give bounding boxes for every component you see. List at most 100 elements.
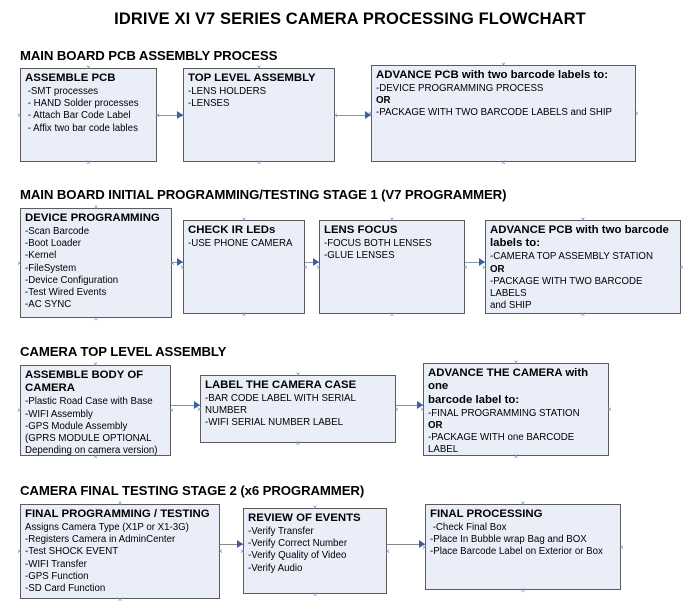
connection-point-handle-bottom[interactable] — [256, 159, 263, 166]
connection-point-handle-right[interactable] — [678, 264, 685, 271]
connection-point-handle-top[interactable] — [513, 359, 520, 366]
connection-point-handle-right[interactable] — [618, 544, 625, 551]
process-box-line: OR — [376, 95, 391, 107]
connection-point-handle-right[interactable] — [154, 112, 161, 119]
process-box-line: -WIFI Transfer — [25, 558, 87, 570]
connection-point-handle-right[interactable] — [393, 406, 400, 413]
connection-point-handle-left[interactable] — [481, 264, 488, 271]
process-box-title: FINAL PROGRAMMING / TESTING — [25, 508, 210, 520]
process-box-title: LABEL THE CAMERA CASE — [205, 379, 357, 391]
connection-point-handle-right[interactable] — [332, 112, 339, 119]
process-box-line: -WIFI Assembly — [25, 408, 93, 420]
process-box-lines: -USE PHONE CAMERA — [188, 238, 301, 250]
connection-point-handle-left[interactable] — [419, 406, 426, 413]
connection-point-handle-top[interactable] — [93, 204, 100, 211]
connection-point-handle-top[interactable] — [520, 500, 527, 507]
process-box-line: and SHIP — [490, 300, 532, 312]
connection-point-handle-bottom[interactable] — [389, 311, 396, 318]
connection-point-handle-top[interactable] — [256, 64, 263, 71]
section-header-main-board-pcb-assembly-process: MAIN BOARD PCB ASSEMBLY PROCESS — [20, 48, 278, 63]
process-box-check-ir-leds[interactable]: CHECK IR LEDs -USE PHONE CAMERA — [183, 220, 305, 314]
connector-arrow-conn-1-2[interactable] — [335, 111, 371, 120]
process-box-assemble-body-of-camera[interactable]: ASSEMBLE BODY OF CAMERA-Plastic Road Cas… — [20, 365, 171, 456]
process-box-top-level-assembly[interactable]: TOP LEVEL ASSEMBLY-LENS HOLDERS-LENSES — [183, 68, 335, 162]
process-box-assemble-pcb[interactable]: ASSEMBLE PCB -SMT processes - HAND Solde… — [20, 68, 157, 162]
connection-point-handle-left[interactable] — [16, 548, 23, 555]
connection-point-handle-top[interactable] — [92, 361, 99, 368]
process-box-line: -SD Card Function — [25, 582, 106, 594]
process-box-line: -Place In Bubble wrap Bag and BOX — [430, 534, 587, 546]
connection-point-handle-top[interactable] — [117, 500, 124, 507]
process-box-line: -Test Wired Events — [25, 286, 107, 298]
process-box-advance-pcb-two-barcode-labels[interactable]: ADVANCE PCB with two barcode labels to: -… — [371, 65, 636, 162]
connection-point-handle-right[interactable] — [168, 407, 175, 414]
process-box-title: ADVANCE PCB with two barcode labels to: — [376, 69, 609, 81]
process-box-line: -Verify Transfer — [248, 525, 314, 537]
connection-point-handle-top[interactable] — [389, 216, 396, 223]
process-box-final-processing[interactable]: FINAL PROCESSING -Check Final Box-Place … — [425, 504, 621, 590]
connection-point-handle-right[interactable] — [462, 264, 469, 271]
connection-point-handle-left[interactable] — [16, 407, 23, 414]
connection-point-handle-left[interactable] — [179, 112, 186, 119]
connection-point-handle-left[interactable] — [239, 548, 246, 555]
process-box-label-the-camera-case[interactable]: LABEL THE CAMERA CASE -BAR CODE LABEL WIT… — [200, 375, 396, 443]
process-box-device-programming[interactable]: DEVICE PROGRAMMING-Scan Barcode-Boot Loa… — [20, 208, 172, 318]
process-box-title: ASSEMBLE BODY OF CAMERA — [25, 369, 144, 395]
connection-point-handle-top[interactable] — [241, 216, 248, 223]
process-box-review-of-events[interactable]: REVIEW OF EVENTS-Verify Transfer-Verify … — [243, 508, 387, 594]
section-header-camera-top-level-assembly: CAMERA TOP LEVEL ASSEMBLY — [20, 344, 227, 359]
process-box-line: -Scan Barcode — [25, 225, 90, 237]
connection-point-handle-top[interactable] — [580, 216, 587, 223]
process-box-lens-focus[interactable]: LENS FOCUS-FOCUS BOTH LENSES-GLUE LENSES — [319, 220, 465, 314]
connection-point-handle-bottom[interactable] — [500, 159, 507, 166]
connection-point-handle-bottom[interactable] — [312, 591, 319, 598]
connection-point-handle-bottom[interactable] — [241, 311, 248, 318]
connection-point-handle-bottom[interactable] — [295, 440, 302, 447]
connection-point-handle-bottom[interactable] — [513, 453, 520, 460]
connection-point-handle-right[interactable] — [384, 548, 391, 555]
connection-point-handle-bottom[interactable] — [92, 453, 99, 460]
process-box-line: -FINAL PROGRAMMING STATION — [428, 407, 580, 419]
connection-point-handle-left[interactable] — [196, 406, 203, 413]
connection-point-handle-top[interactable] — [312, 504, 319, 511]
connection-point-handle-left[interactable] — [16, 112, 23, 119]
connection-point-handle-left[interactable] — [367, 110, 374, 117]
process-box-title: ADVANCE THE CAMERA with one barcode labe… — [428, 367, 589, 406]
connection-point-handle-top[interactable] — [500, 61, 507, 68]
connection-point-handle-bottom[interactable] — [93, 315, 100, 322]
process-box-line: -Verify Quality of Video — [248, 550, 347, 562]
process-box-lines: -BAR CODE LABEL WITH SERIAL NUMBER-WIFI … — [205, 393, 392, 430]
connection-point-handle-left[interactable] — [315, 264, 322, 271]
connection-point-handle-left[interactable] — [179, 264, 186, 271]
process-box-line: -SMT processes — [25, 85, 99, 97]
connection-point-handle-right[interactable] — [217, 548, 224, 555]
process-box-line: -Device Configuration — [25, 274, 119, 286]
connection-point-handle-bottom[interactable] — [520, 587, 527, 594]
connector-arrow-conn-4-2[interactable] — [387, 540, 425, 549]
process-box-line: -LENSES — [188, 98, 230, 110]
process-box-title: CHECK IR LEDs — [188, 224, 276, 236]
connection-point-handle-top[interactable] — [295, 371, 302, 378]
connection-point-handle-bottom[interactable] — [117, 596, 124, 603]
process-box-line: -GLUE LENSES — [324, 250, 395, 262]
connection-point-handle-right[interactable] — [302, 264, 309, 271]
connection-point-handle-top[interactable] — [85, 64, 92, 71]
connection-point-handle-bottom[interactable] — [580, 311, 587, 318]
process-box-advance-pcb-camera-top-assembly[interactable]: ADVANCE PCB with two barcode labels to:-… — [485, 220, 681, 314]
process-box-line: -Plastic Road Case with Base — [25, 396, 153, 408]
process-box-line: Assigns Camera Type (X1P or X1-3G) — [25, 521, 189, 533]
process-box-advance-the-camera-one-barcode-label[interactable]: ADVANCE THE CAMERA with one barcode labe… — [423, 363, 609, 456]
connection-point-handle-right[interactable] — [169, 260, 176, 267]
process-box-line: -Verify Correct Number — [248, 538, 348, 550]
process-box-line: -GPS Module Assembly — [25, 420, 128, 432]
process-box-line: -PACKAGE WITH TWO BARCODE LABELS and SHI… — [376, 107, 612, 119]
connection-point-handle-left[interactable] — [16, 260, 23, 267]
process-box-line: (GPRS MODULE OPTIONAL — [25, 432, 152, 444]
page-title: IDRIVE XI V7 SERIES CAMERA PROCESSING FL… — [114, 10, 586, 28]
connection-point-handle-bottom[interactable] — [85, 159, 92, 166]
connection-point-handle-left[interactable] — [421, 544, 428, 551]
connection-point-handle-right[interactable] — [633, 110, 640, 117]
process-box-title: LENS FOCUS — [324, 224, 398, 236]
connection-point-handle-right[interactable] — [606, 406, 613, 413]
